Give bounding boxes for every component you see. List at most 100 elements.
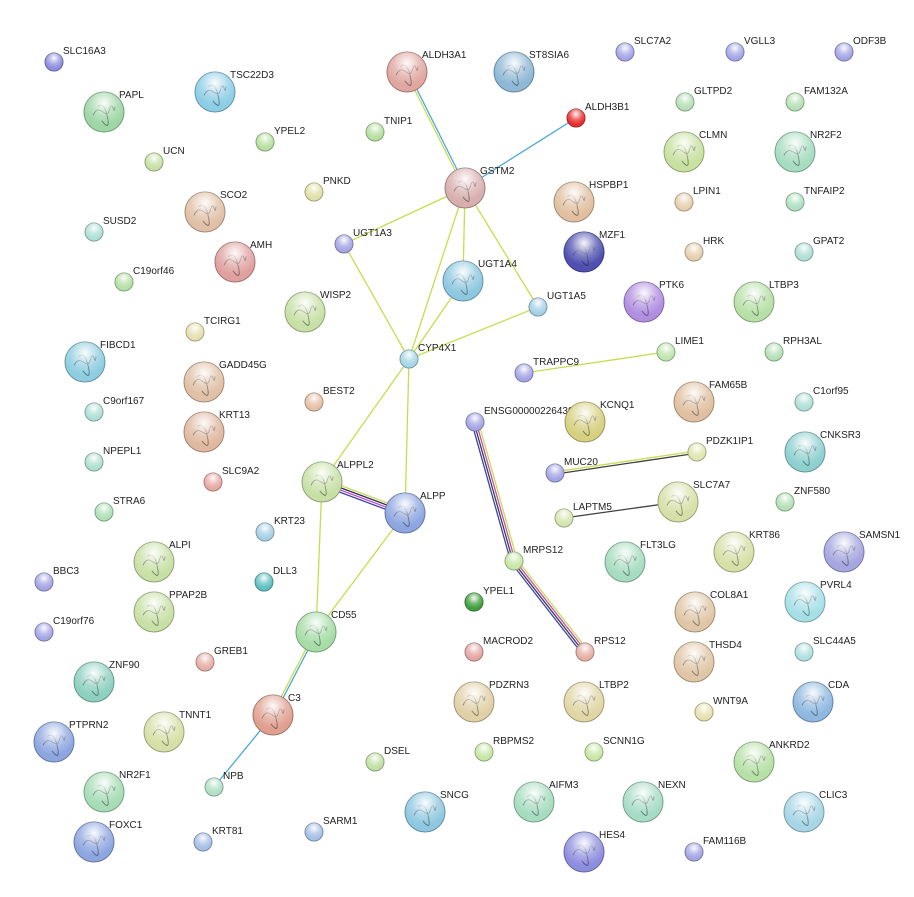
node-slc7a7[interactable]: SLC7A7 <box>657 480 731 523</box>
node-cda[interactable]: CDA <box>792 680 849 723</box>
node-scnn1g[interactable]: SCNN1G <box>584 736 645 762</box>
node-ypel2[interactable]: YPEL2 <box>255 126 306 152</box>
node-sncg[interactable]: SNCG <box>404 790 469 833</box>
node-tcirg1[interactable]: TCIRG1 <box>185 316 241 342</box>
node-znf90[interactable]: ZNF90 <box>73 660 140 703</box>
node-gstm2[interactable]: GSTM2 <box>444 166 515 209</box>
node-slc9a2[interactable]: SLC9A2 <box>203 466 260 492</box>
node-npepl1[interactable]: NPEPL1 <box>84 446 142 472</box>
node-muc20[interactable]: MUC20 <box>545 457 598 483</box>
node-dsel[interactable]: DSEL <box>365 746 411 772</box>
node-nexn[interactable]: NEXN <box>622 780 686 823</box>
node-slc16a3[interactable]: SLC16A3 <box>44 46 106 72</box>
node-pvrl4[interactable]: PVRL4 <box>784 580 852 623</box>
node-krt81[interactable]: KRT81 <box>193 826 243 852</box>
node-macrod2[interactable]: MACROD2 <box>464 636 533 662</box>
node-ugt1a5[interactable]: UGT1A5 <box>528 291 586 317</box>
node-nr2f2[interactable]: NR2F2 <box>774 130 842 173</box>
node-alpi[interactable]: ALPI <box>133 540 191 583</box>
node-lime1[interactable]: LIME1 <box>656 336 704 362</box>
node-c19orf46[interactable]: C19orf46 <box>114 266 175 292</box>
node-wisp2[interactable]: WISP2 <box>284 290 352 333</box>
node-gadd45g[interactable]: GADD45G <box>183 360 267 403</box>
node-vgll3[interactable]: VGLL3 <box>725 36 776 62</box>
edge-muc20-pdzk1ip1[interactable] <box>554 450 698 475</box>
node-wnt9a[interactable]: WNT9A <box>694 696 748 722</box>
node-pdzrn3[interactable]: PDZRN3 <box>453 680 529 723</box>
edge-cyp4x1-alppl2[interactable] <box>321 358 410 483</box>
node-slc44a5[interactable]: SLC44A5 <box>794 636 856 662</box>
node-bbc3[interactable]: BBC3 <box>34 566 80 592</box>
node-greb1[interactable]: GREB1 <box>195 646 248 672</box>
node-sco2[interactable]: SCO2 <box>184 190 248 233</box>
node-tnnt1[interactable]: TNNT1 <box>143 710 212 753</box>
node-laptm5[interactable]: LAPTM5 <box>554 502 612 528</box>
node-hes4[interactable]: HES4 <box>563 830 626 873</box>
edge-gstm2-ugt1a3[interactable] <box>343 187 466 245</box>
edge-trappc9-lime1[interactable] <box>523 351 667 374</box>
edge-aldh3b1-gstm2[interactable] <box>464 117 577 189</box>
node-cnksr3[interactable]: CNKSR3 <box>784 430 861 473</box>
node-thsd4[interactable]: THSD4 <box>673 640 742 683</box>
node-ptk6[interactable]: PTK6 <box>623 280 684 323</box>
node-gltpd2[interactable]: GLTPD2 <box>675 86 733 112</box>
node-foxc1[interactable]: FOXC1 <box>73 820 143 863</box>
node-stra6[interactable]: STRA6 <box>94 496 146 522</box>
node-ugt1a3[interactable]: UGT1A3 <box>334 228 392 254</box>
edge-alpp-cd55[interactable] <box>315 512 406 633</box>
node-cd55[interactable]: CD55 <box>295 610 357 653</box>
node-sarm1[interactable]: SARM1 <box>304 816 358 842</box>
node-aldh3b1[interactable]: ALDH3B1 <box>566 102 630 128</box>
node-mrps12[interactable]: MRPS12 <box>504 545 563 571</box>
node-mzf1[interactable]: MZF1 <box>563 230 626 273</box>
node-ptprn2[interactable]: PTPRN2 <box>33 720 109 763</box>
edge-gstm2-ugt1a5[interactable] <box>464 187 539 308</box>
node-aldh3a1[interactable]: ALDH3A1 <box>386 50 467 93</box>
node-tnip1[interactable]: TNIP1 <box>365 116 413 142</box>
node-col8a1[interactable]: COL8A1 <box>674 590 749 633</box>
node-c19orf76[interactable]: C19orf76 <box>34 616 95 642</box>
node-slc7a2[interactable]: SLC7A2 <box>615 36 672 62</box>
node-clic3[interactable]: CLIC3 <box>783 790 848 833</box>
node-c1orf95[interactable]: C1orf95 <box>794 386 849 412</box>
node-krt86[interactable]: KRT86 <box>713 530 780 573</box>
node-hrk[interactable]: HRK <box>684 236 724 262</box>
node-best2[interactable]: BEST2 <box>304 386 355 412</box>
node-nr2f1[interactable]: NR2F1 <box>83 770 151 813</box>
node-ltbp2[interactable]: LTBP2 <box>563 680 629 723</box>
node-ensg00000226439[interactable]: ENSG00000226439 <box>465 406 574 432</box>
node-aifm3[interactable]: AIFM3 <box>513 780 579 823</box>
node-krt13[interactable]: KRT13 <box>183 410 250 453</box>
node-alpp[interactable]: ALPP <box>384 491 446 534</box>
node-trappc9[interactable]: TRAPPC9 <box>514 357 580 383</box>
node-lpin1[interactable]: LPIN1 <box>674 186 721 212</box>
node-papl[interactable]: PAPL <box>83 90 144 133</box>
edge-ugt1a5-cyp4x1[interactable] <box>408 306 539 360</box>
node-rps12[interactable]: RPS12 <box>575 636 626 662</box>
node-amh[interactable]: AMH <box>214 240 272 283</box>
node-st8sia6[interactable]: ST8SIA6 <box>493 50 569 93</box>
node-flt3lg[interactable]: FLT3LG <box>604 540 676 583</box>
edge-aldh3a1-gstm2[interactable] <box>405 71 467 189</box>
node-dll3[interactable]: DLL3 <box>254 566 297 592</box>
node-susd2[interactable]: SUSD2 <box>84 216 137 242</box>
node-ppap2b[interactable]: PPAP2B <box>133 590 207 633</box>
node-c3[interactable]: C3 <box>252 693 301 736</box>
node-tsc22d3[interactable]: TSC22D3 <box>194 70 274 113</box>
node-fam116b[interactable]: FAM116B <box>684 836 746 862</box>
node-rph3al[interactable]: RPH3AL <box>764 336 822 362</box>
node-ankrd2[interactable]: ANKRD2 <box>733 740 810 783</box>
node-c9orf167[interactable]: C9orf167 <box>84 396 145 422</box>
node-fam65b[interactable]: FAM65B <box>673 380 748 423</box>
edge-gstm2-cyp4x1[interactable] <box>408 187 466 360</box>
node-clmn[interactable]: CLMN <box>663 130 727 173</box>
edge-ugt1a3-cyp4x1[interactable] <box>343 243 410 360</box>
node-pnkd[interactable]: PNKD <box>304 176 351 202</box>
node-ucn[interactable]: UCN <box>144 146 185 172</box>
node-ypel1[interactable]: YPEL1 <box>464 586 515 612</box>
node-znf580[interactable]: ZNF580 <box>775 486 831 512</box>
node-fibcd1[interactable]: FIBCD1 <box>64 340 136 383</box>
node-cyp4x1[interactable]: CYP4X1 <box>399 343 457 369</box>
node-krt23[interactable]: KRT23 <box>255 516 305 542</box>
node-ltbp3[interactable]: LTBP3 <box>733 280 799 323</box>
